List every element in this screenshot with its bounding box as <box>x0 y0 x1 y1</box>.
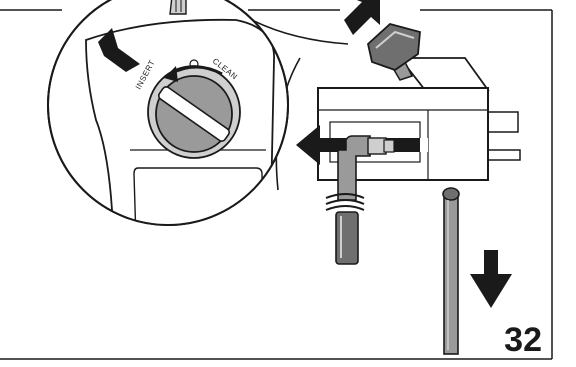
step-number: 32 <box>504 323 542 357</box>
probe-rod <box>443 188 459 354</box>
zoom-callout: INSERT CLEAN <box>48 0 288 250</box>
arrow-down-icon <box>470 250 512 308</box>
arrow-up-left-icon <box>344 0 380 35</box>
